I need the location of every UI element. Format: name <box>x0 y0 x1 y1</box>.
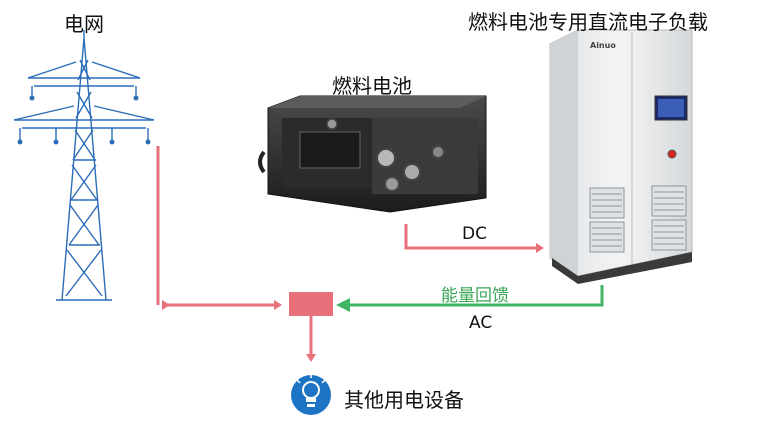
ac-label: AC <box>469 313 493 333</box>
junction-box <box>289 292 333 316</box>
fuel-cell-unit <box>258 95 487 213</box>
energy-feedback-line <box>348 285 604 307</box>
fuel-cell-label: 燃料电池 <box>332 74 412 98</box>
insulator-dots <box>17 95 151 145</box>
power-tower-icon <box>13 30 155 301</box>
dc-flow-arrow <box>404 224 544 253</box>
energy-feedback-arrowhead <box>336 298 350 312</box>
energy-feedback-label: 能量回馈 <box>441 286 509 306</box>
lightbulb-icon <box>291 374 331 415</box>
dc-label: DC <box>462 224 487 244</box>
brand-logo-text: Ainuo <box>590 41 616 50</box>
grid-label: 电网 <box>64 12 104 36</box>
other-devices-label: 其他用电设备 <box>344 388 464 412</box>
vent-grilles <box>589 185 687 253</box>
dc-load-label: 燃料电池专用直流电子负载 <box>468 10 708 34</box>
dc-load-cabinet: Ainuo <box>549 29 693 284</box>
